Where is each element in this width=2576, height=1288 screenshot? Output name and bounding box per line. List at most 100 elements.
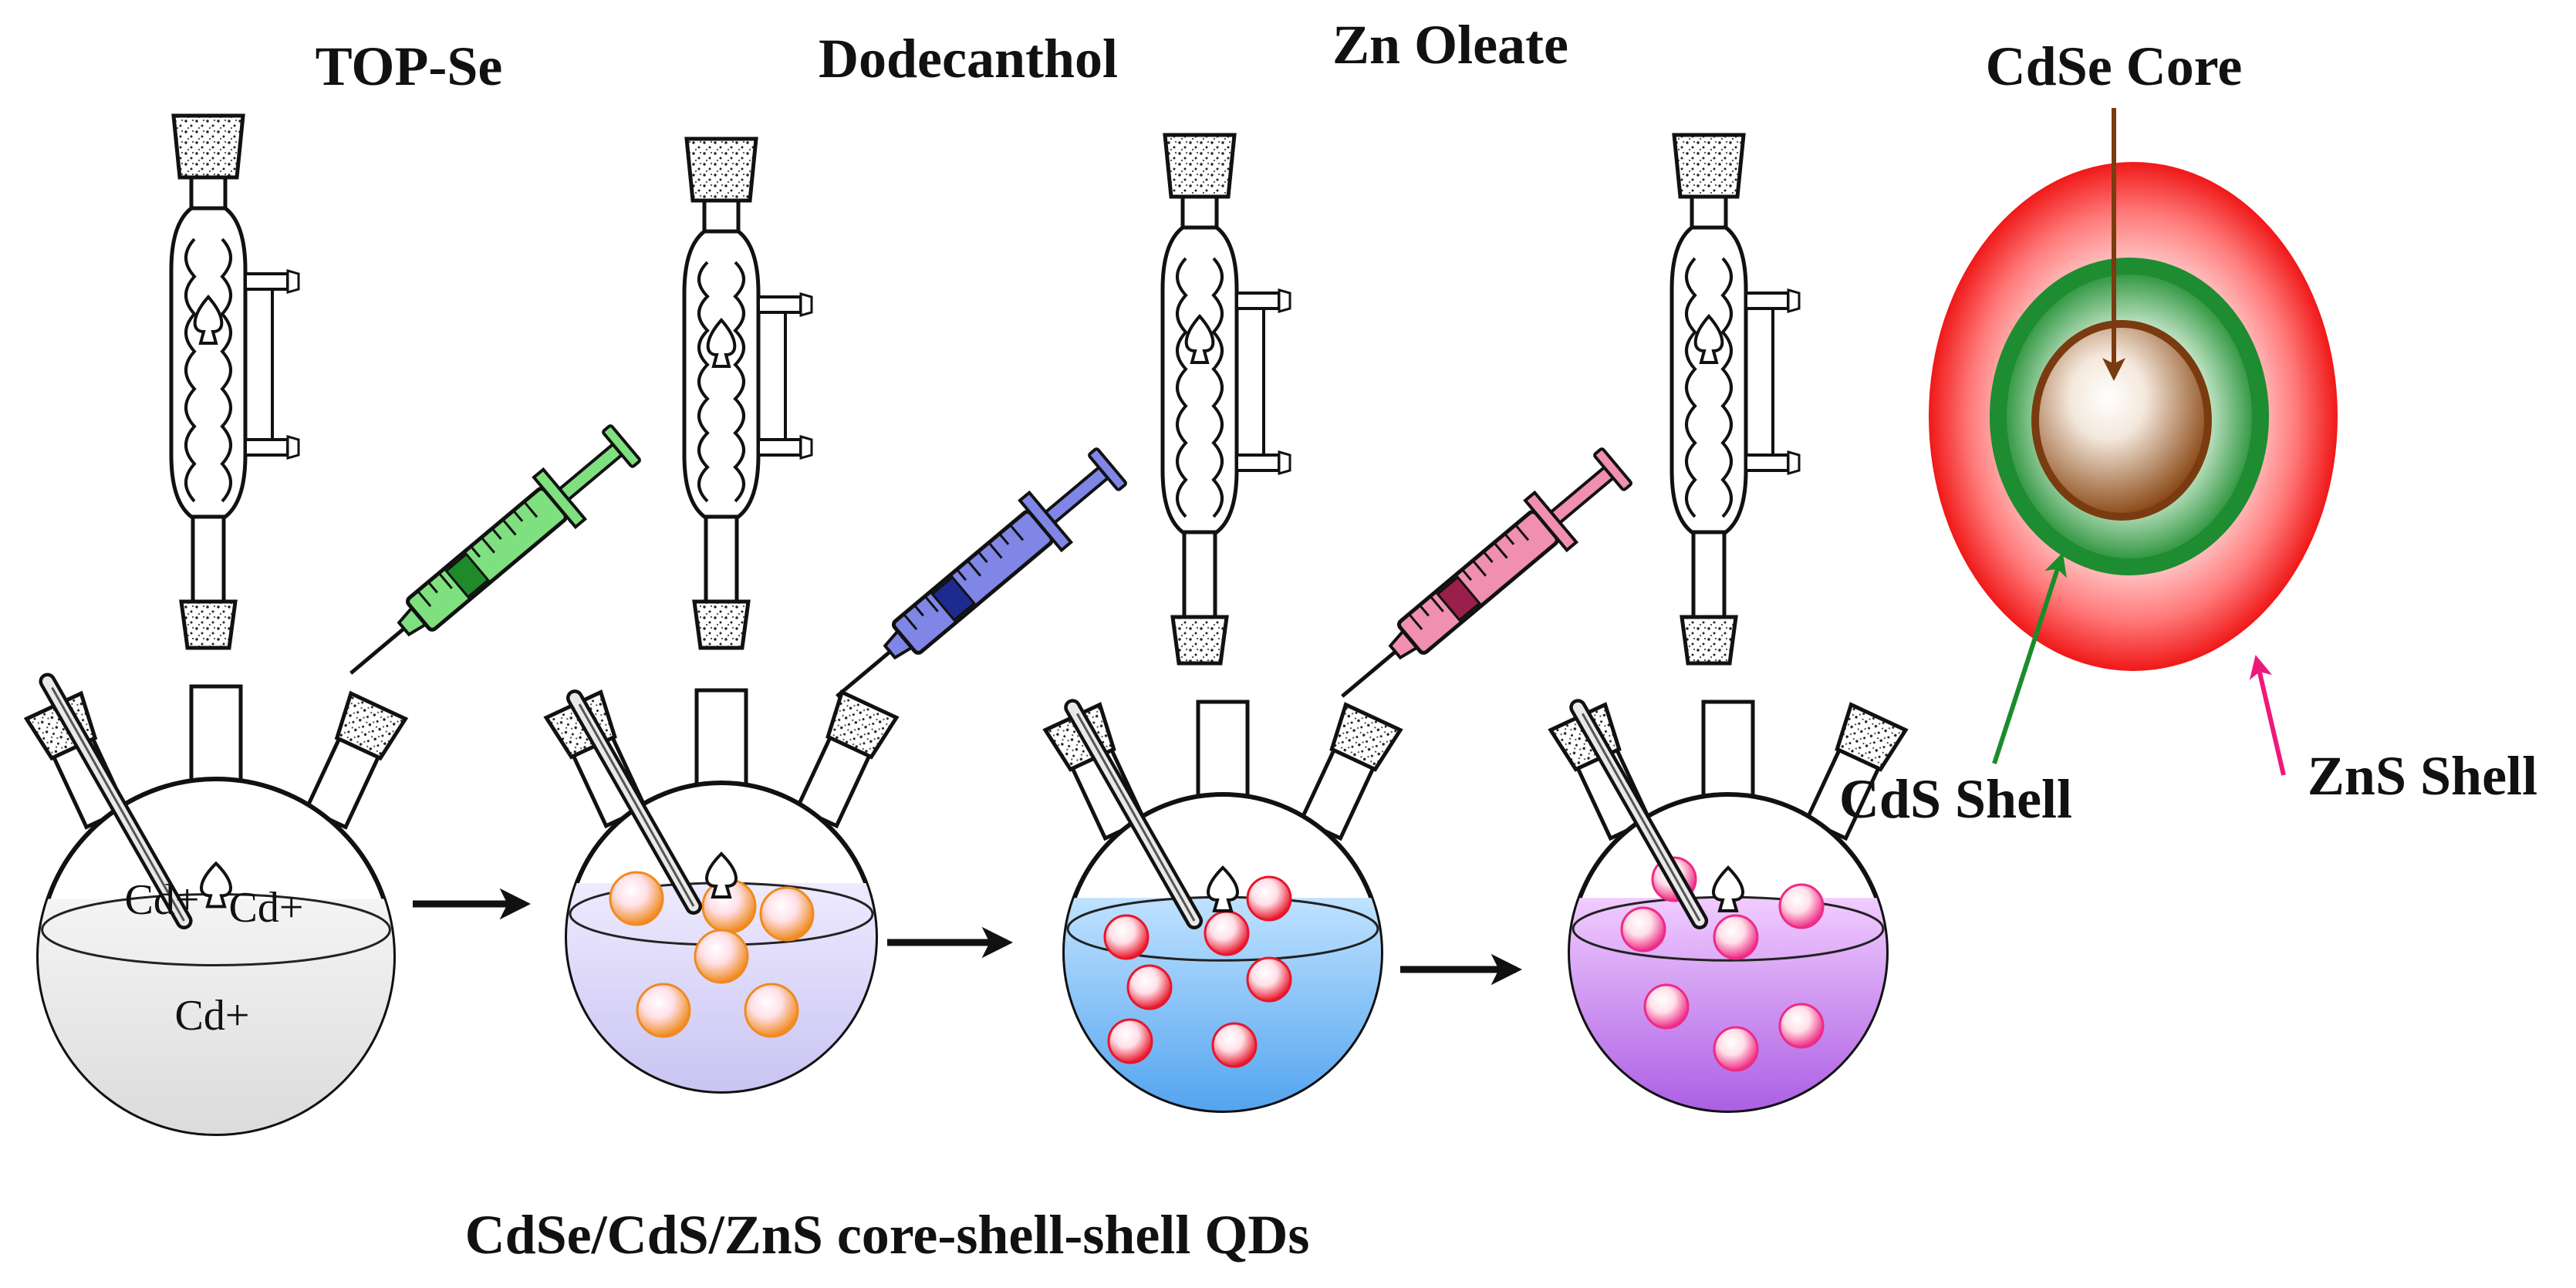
zns-shell-label: ZnS Shell [2308, 745, 2537, 807]
syringe-assembly [1341, 447, 1632, 698]
graduation-mark [1471, 559, 1487, 577]
nanoparticle [1211, 1022, 1258, 1068]
graduation-mark [998, 533, 1010, 545]
nanoparticle [1107, 1018, 1153, 1064]
hose-barb [286, 435, 300, 460]
nanoparticle [701, 878, 757, 934]
reagent-label-top-se: TOP-Se [316, 35, 503, 97]
condenser-jacket [682, 229, 761, 519]
spade-symbol [1184, 313, 1215, 364]
spade-symbol [200, 861, 232, 909]
center-neck-tube [1196, 700, 1250, 804]
condenser-water-inlet [1235, 292, 1281, 310]
condenser-coil-right [1720, 257, 1733, 518]
cdse-core-label: CdSe Core [1986, 35, 2243, 97]
nanoparticle [1204, 910, 1250, 956]
nanoparticle [1778, 1003, 1825, 1049]
nanoparticle [1778, 883, 1825, 929]
graduation-mark [988, 541, 1003, 559]
syringe-barrel [1397, 510, 1559, 655]
condenser-top-stopper [1163, 133, 1237, 199]
graduation-mark [480, 536, 495, 554]
right-neck-joint [1835, 702, 1909, 772]
condenser-joint [1680, 615, 1738, 666]
plunger-seal [930, 575, 976, 622]
condenser-top-stopper [684, 137, 758, 203]
ion-label-1: Cd+ [125, 876, 200, 924]
nanoparticle [759, 886, 815, 942]
nanoparticle [1620, 906, 1666, 953]
graduation-mark [501, 518, 517, 536]
nanoparticle [1246, 956, 1292, 1003]
reagent-label-dodecanthol: Dodecanthol [819, 28, 1118, 89]
hose-barb [799, 435, 813, 460]
condenser-coil-left [1176, 257, 1188, 518]
graduation-mark [1504, 533, 1515, 545]
nanoparticle [1246, 875, 1292, 922]
graduation-mark [1482, 551, 1494, 563]
flask-2-cdse-core [543, 137, 900, 1094]
spade-symbol [193, 294, 224, 345]
syringe-assembly [349, 424, 641, 675]
condenser-neck [1690, 194, 1728, 230]
condenser-coil-right [220, 238, 232, 503]
nanoparticle [1713, 1026, 1759, 1072]
nanoparticle [694, 929, 749, 984]
graduation-mark [1493, 541, 1508, 559]
graduation-mark [1429, 595, 1444, 612]
condenser-neck [702, 198, 741, 234]
center-neck-tube [1701, 700, 1755, 804]
condenser-neck [1180, 194, 1219, 230]
condenser-water-outlet [244, 438, 289, 457]
spade-symbol [1693, 313, 1724, 364]
graduation-mark [437, 572, 453, 589]
nanoparticle [1643, 983, 1690, 1030]
graduation-mark [913, 604, 924, 617]
graduation-mark [956, 568, 967, 582]
plunger-thumb [1593, 447, 1632, 491]
condenser-coil-left [184, 238, 197, 503]
hose-barb [286, 269, 300, 294]
spade-symbol [1712, 865, 1744, 912]
plunger-seal [444, 552, 490, 599]
syringe-top-se [349, 424, 641, 675]
spade-symbol [1207, 865, 1239, 912]
graduation-mark [1009, 524, 1025, 541]
zns-shell-pointer-arrow [2249, 655, 2286, 776]
hose-barb [799, 292, 813, 317]
condenser-water-outlet [1744, 453, 1790, 472]
condenser-jacket [1160, 225, 1239, 534]
quantum-dot-cross-section: CdSe Core CdS Shell ZnS Shell [1839, 35, 2537, 830]
thermometer-column [51, 686, 185, 922]
syringe-dodecanthol [836, 447, 1127, 698]
condenser-joint [1170, 615, 1229, 666]
diagram-caption: CdSe/CdS/ZnS core-shell-shell QDs [465, 1204, 1310, 1266]
flask-liquid [39, 899, 393, 1134]
flask-4-zns-shell [1548, 133, 1909, 1113]
cds-shell-pointer-arrow [1992, 552, 2067, 764]
condenser-joint [179, 599, 238, 650]
condenser-neck [189, 175, 228, 211]
reagent-label-zn-oleate: Zn Oleate [1332, 14, 1568, 76]
nanoparticle [1103, 914, 1150, 960]
condenser-water-inlet [757, 295, 802, 314]
condenser-joint [692, 599, 751, 650]
plunger-rod [557, 442, 624, 502]
ion-label-2: Cd+ [229, 884, 304, 932]
right-neck-joint [825, 690, 900, 760]
flask-right-neck [1298, 702, 1403, 841]
condenser-coil-right [733, 261, 745, 503]
condenser-top-stopper [171, 113, 245, 180]
flask-right-neck [795, 690, 900, 829]
spade-symbol [705, 851, 738, 899]
graduation-mark [903, 613, 918, 631]
syringe-needle [1341, 650, 1397, 698]
condenser-top-stopper [1672, 133, 1746, 199]
syringe-barrel [406, 487, 568, 632]
graduation-mark [427, 581, 438, 594]
plunger-thumb [1088, 447, 1127, 491]
syringe-needle [836, 650, 892, 698]
thermometer-column [1075, 713, 1196, 922]
center-neck-tube [694, 688, 748, 793]
